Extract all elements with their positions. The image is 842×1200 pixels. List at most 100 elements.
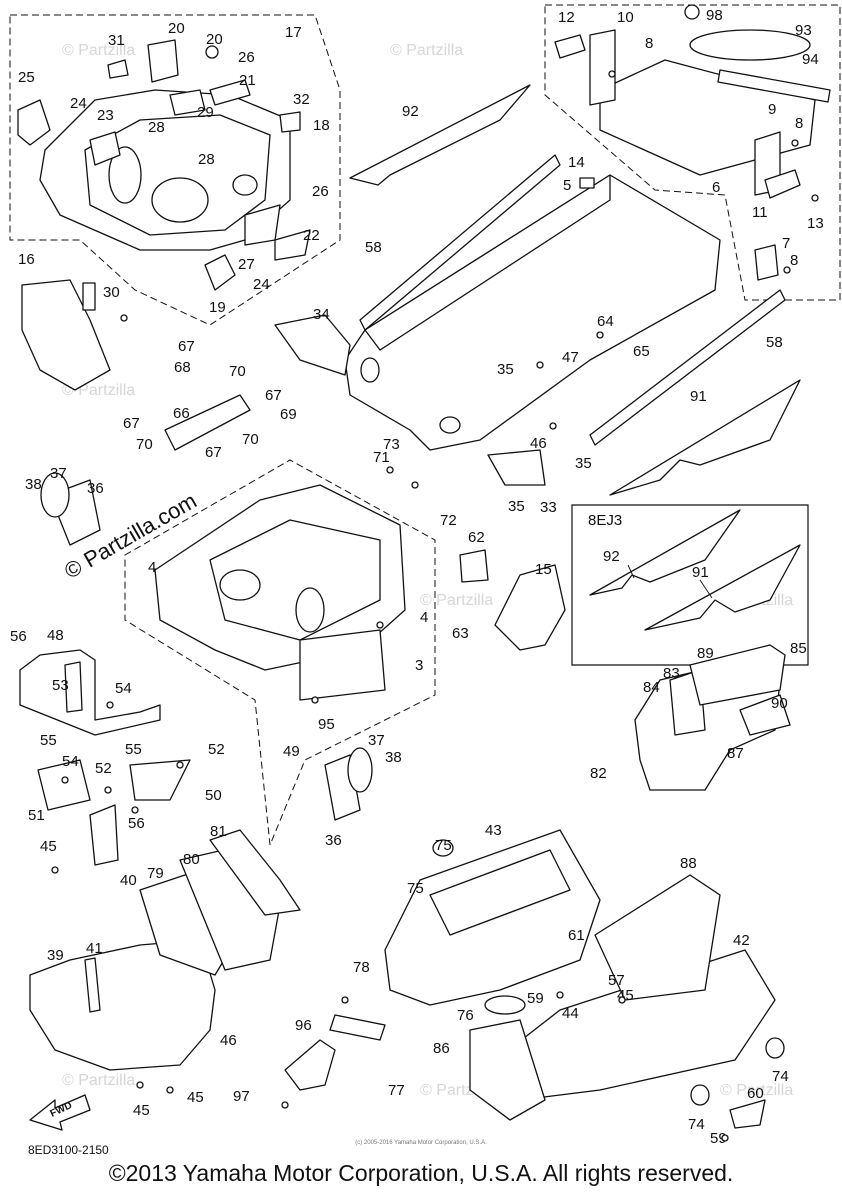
callout-29: 29: [197, 104, 214, 121]
callout-17: 17: [285, 24, 302, 41]
fastener-icon: [341, 996, 349, 1004]
callout-4: 4: [420, 609, 428, 626]
bracket-22: [274, 229, 311, 261]
callout-19: 19: [209, 299, 226, 316]
engine-mount-25: [17, 99, 51, 146]
callout-15: 15: [535, 561, 552, 578]
callout-89: 89: [697, 645, 714, 662]
callout-76: 76: [457, 1007, 474, 1024]
callout-87: 87: [727, 745, 744, 762]
cross-member-3: [299, 629, 386, 701]
grommet-74b: [690, 1084, 710, 1106]
callout-98: 98: [706, 7, 723, 24]
fastener-icon: [311, 696, 319, 704]
lower-frame-assembly: [40, 394, 406, 821]
bracket-34: [274, 314, 351, 376]
group-outline-front-frame: [9, 14, 341, 326]
callout-42: 42: [733, 932, 750, 949]
frame-opening: [295, 587, 325, 633]
callout-59: 59: [710, 1130, 727, 1147]
callout-70: 70: [136, 436, 153, 453]
callout-73: 73: [383, 436, 400, 453]
callout-5: 5: [563, 177, 571, 194]
callout-8: 8: [790, 252, 798, 269]
callout-26: 26: [238, 49, 255, 66]
callout-20: 20: [206, 31, 223, 48]
callout-3: 3: [415, 657, 423, 674]
callout-27: 27: [238, 256, 255, 273]
callout-35: 35: [508, 498, 525, 515]
fastener-icon: [176, 761, 184, 769]
callout-25: 25: [18, 69, 35, 86]
callout-36: 36: [325, 832, 342, 849]
tunnel-top: [599, 59, 816, 176]
callout-45: 45: [133, 1102, 150, 1119]
fastener-icon: [721, 1134, 729, 1142]
callout-37: 37: [368, 732, 385, 749]
fastener-icon: [411, 481, 419, 489]
callout-37: 37: [50, 465, 67, 482]
frame-opening: [108, 146, 142, 204]
fastener-icon: [618, 996, 626, 1004]
callout-54: 54: [62, 753, 79, 770]
rail-58-left: [359, 154, 561, 331]
callout-21: 21: [239, 72, 256, 89]
fastener-icon: [811, 194, 819, 202]
callout-40: 40: [120, 872, 137, 889]
lower-shields: [284, 644, 791, 1129]
callout-22: 22: [303, 227, 320, 244]
callout-10: 10: [617, 9, 634, 26]
callout-70: 70: [242, 431, 259, 448]
fwd-arrow-icon: [29, 1094, 91, 1131]
callout-67: 67: [178, 338, 195, 355]
callout-57: 57: [608, 972, 625, 989]
tunnel-side: [364, 174, 611, 351]
bracket-33: [487, 449, 546, 486]
callout-75: 75: [407, 880, 424, 897]
callout-61: 61: [568, 927, 585, 944]
guard-86: [469, 1019, 546, 1121]
callout-81: 81: [210, 823, 227, 840]
callout-12: 12: [558, 9, 575, 26]
callout-90: 90: [771, 695, 788, 712]
callout-67: 67: [123, 415, 140, 432]
callout-34: 34: [313, 306, 330, 323]
callout-13: 13: [807, 215, 824, 232]
callout-8: 8: [795, 115, 803, 132]
callout-60: 60: [747, 1085, 764, 1102]
leader: [699, 579, 713, 599]
decal-92-variant: [589, 509, 741, 596]
callout-7: 7: [782, 235, 790, 252]
callout-31: 31: [108, 32, 125, 49]
rail-58-right: [589, 289, 786, 446]
callout-32: 32: [293, 91, 310, 108]
fastener-icon: [61, 776, 69, 784]
frame-opening: [219, 569, 261, 601]
callout-35: 35: [575, 455, 592, 472]
callout-72: 72: [440, 512, 457, 529]
bracket-50: [129, 759, 191, 801]
plate-81: [209, 829, 301, 916]
decal-92: [349, 84, 531, 186]
plate-11: [764, 169, 801, 199]
callout-8: 8: [645, 35, 653, 52]
callout-49: 49: [283, 743, 300, 760]
callout-71: 71: [373, 449, 390, 466]
grommet-20: [205, 45, 219, 59]
callout-59: 59: [527, 990, 544, 1007]
clip-30: [82, 282, 96, 311]
callout-38: 38: [25, 476, 42, 493]
bracket-53: [64, 661, 83, 713]
fastener-icon: [783, 266, 791, 274]
callout-24: 24: [70, 95, 87, 112]
lower-frame-side: [209, 519, 381, 641]
bracket-60: [729, 1099, 766, 1129]
callout-28: 28: [198, 151, 215, 168]
callout-92: 92: [402, 103, 419, 120]
fastener-icon: [136, 1081, 144, 1089]
fastener-icon: [131, 806, 139, 814]
group-outline-tunnel-top: [544, 4, 841, 301]
plate-90: [739, 694, 791, 736]
callout-45: 45: [187, 1089, 204, 1106]
